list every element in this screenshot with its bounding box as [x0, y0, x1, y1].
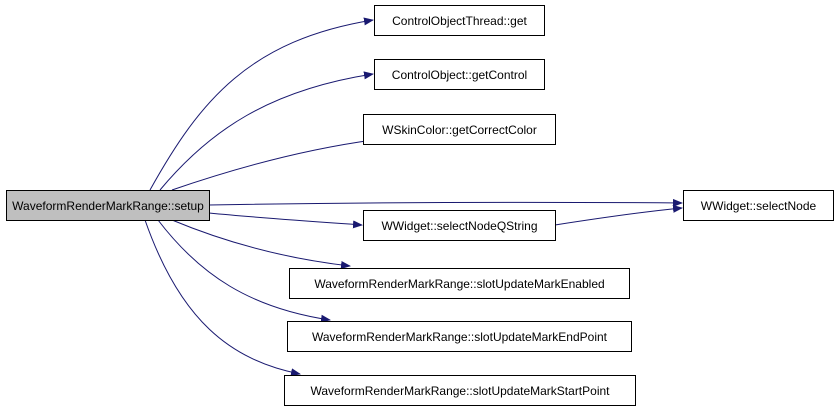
node-select-node[interactable]: WWidget::selectNode — [683, 190, 834, 221]
node-get-control[interactable]: ControlObject::getControl — [374, 59, 545, 90]
edge-setup-to-get-control — [159, 71, 374, 191]
edge-qstring-to-select-node — [554, 204, 683, 226]
node-mark-start[interactable]: WaveformRenderMarkRange::slotUpdateMarkS… — [284, 375, 636, 406]
node-correct-color[interactable]: WSkinColor::getCorrectColor — [363, 114, 556, 145]
edge-setup-to-mark-enabled — [171, 219, 351, 269]
edge-setup-to-select-node-qstring — [208, 212, 363, 229]
node-setup[interactable]: WaveformRenderMarkRange::setup — [6, 190, 210, 221]
edge-setup-to-mark-start — [144, 219, 301, 377]
node-thread-get[interactable]: ControlObjectThread::get — [374, 5, 545, 36]
edge-setup-to-select-node — [208, 198, 683, 207]
edge-setup-to-thread-get — [149, 17, 374, 191]
edge-setup-to-correct-color — [171, 137, 374, 191]
edge-setup-to-mark-end — [157, 219, 331, 323]
node-select-node-qstring[interactable]: WWidget::selectNodeQString — [363, 210, 556, 241]
node-mark-end[interactable]: WaveformRenderMarkRange::slotUpdateMarkE… — [287, 321, 632, 352]
node-mark-enabled[interactable]: WaveformRenderMarkRange::slotUpdateMarkE… — [289, 268, 630, 299]
